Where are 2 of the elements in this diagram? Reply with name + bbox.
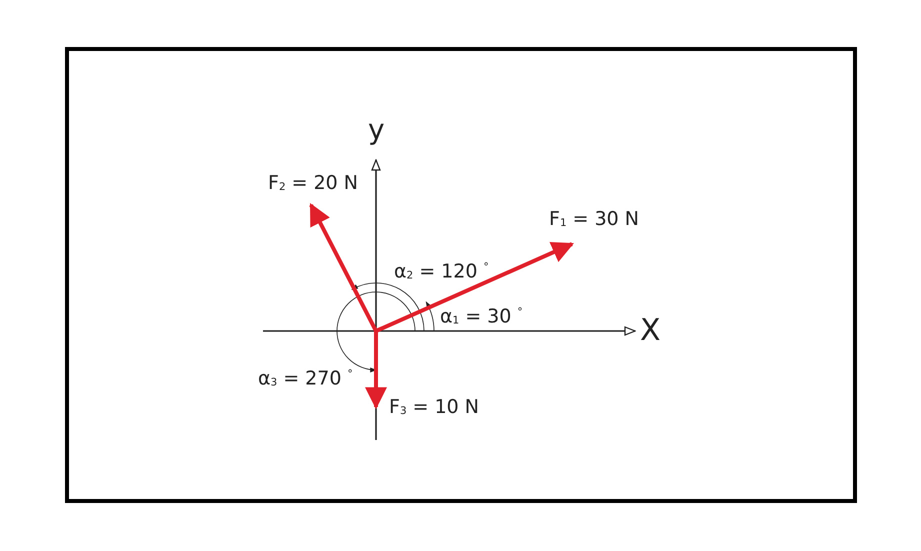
axis-label: X (640, 316, 661, 346)
axis-label: y (368, 116, 385, 144)
